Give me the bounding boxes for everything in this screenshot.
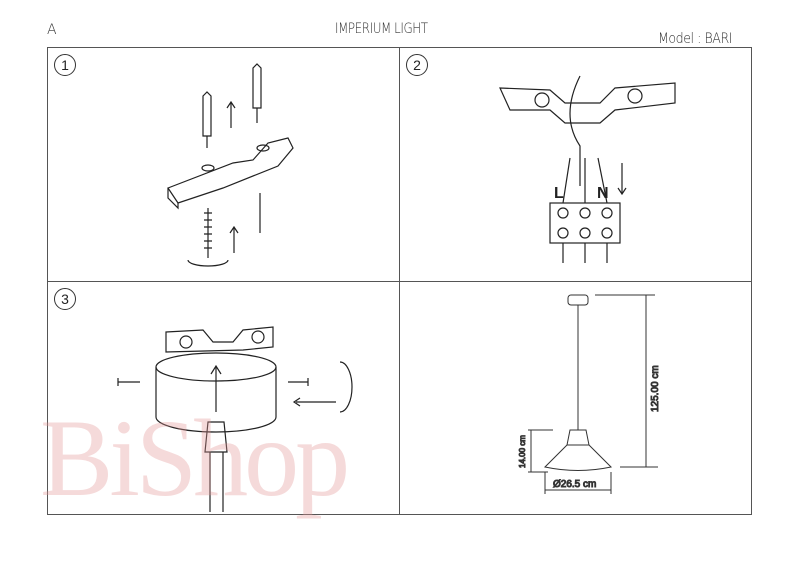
- wiring-illustration: L N: [499, 75, 676, 263]
- step-number: 3: [54, 288, 76, 310]
- live-terminal-label: L: [554, 185, 564, 202]
- step-number: 1: [54, 54, 76, 76]
- instruction-grid: 1 2 L N 3: [47, 47, 752, 515]
- canopy-fixing-illustration: [117, 326, 353, 512]
- total-height-label: 125.00 cm: [650, 365, 661, 412]
- dimensions-panel: 125.00 cm 14.00 cm Ø26.5 cm: [400, 282, 751, 514]
- step-3-panel: 3: [48, 282, 400, 514]
- bracket-mounting-illustration: [167, 63, 294, 267]
- step-1-panel: 1: [48, 48, 400, 282]
- model-label: Model : BARI: [658, 31, 733, 47]
- diameter-label: Ø26.5 cm: [553, 479, 596, 490]
- neutral-terminal-label: N: [597, 185, 609, 202]
- step-number: 2: [406, 54, 428, 76]
- sheet-letter: A: [47, 22, 57, 38]
- pendant-dimension-drawing: 125.00 cm 14.00 cm Ø26.5 cm: [518, 294, 662, 494]
- brand-title: IMPERIUM LIGHT: [335, 21, 428, 37]
- step-2-panel: 2 L N: [400, 48, 751, 282]
- shade-height-label: 14.00 cm: [518, 435, 527, 468]
